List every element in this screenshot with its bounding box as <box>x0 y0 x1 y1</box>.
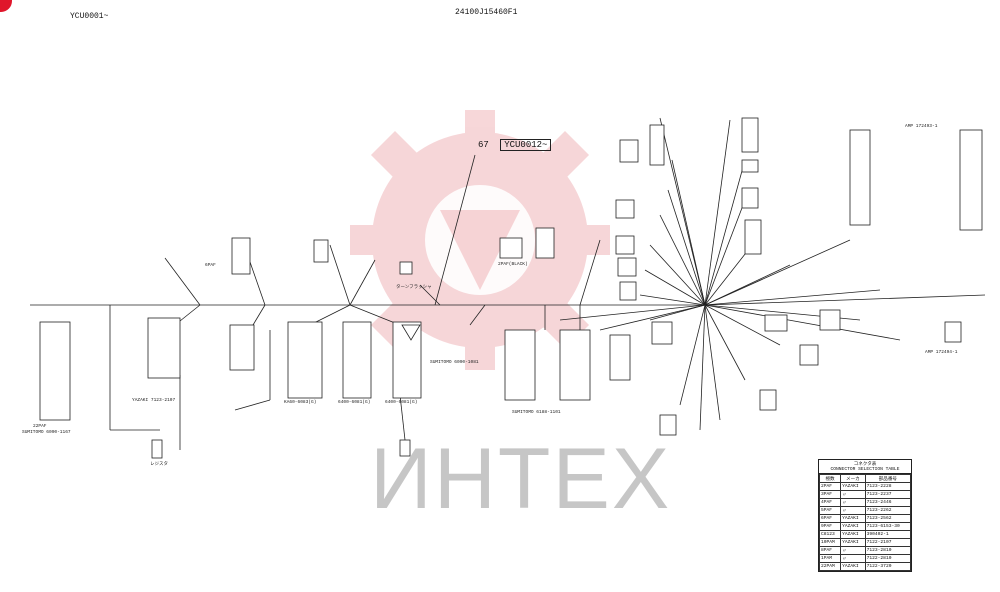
legend-row: 1PAM〃7122-2810 <box>818 554 912 563</box>
legend-cell: YAZAKI <box>840 562 866 571</box>
legend-header-cell: 極数 <box>818 474 842 483</box>
legend-cell: 22PAM <box>818 562 842 571</box>
connector-3-label: 6400-6081(G) <box>385 400 418 405</box>
legend-cell: 390402-1 <box>864 530 912 539</box>
legend-row: 5PAF〃7123-2262 <box>818 506 912 515</box>
callout-ref-box: YCU0012~ <box>500 139 552 151</box>
legend-cell: 7123-2262 <box>864 506 912 515</box>
legend-cell: 7123-2228 <box>864 482 912 491</box>
legend-row: 4PAF〃7123-2446 <box>818 498 912 507</box>
legend-subtitle: CONNECTOR SELECTION TABLE <box>830 467 900 472</box>
watermark-text: ИНТЕХ <box>370 431 672 527</box>
legend-cell: 1PAM <box>818 554 842 563</box>
legend-cell: 7123-2810 <box>864 546 912 555</box>
legend-cell: 7122-3720 <box>864 562 912 571</box>
connector-2-label: 6400-6081(G) <box>338 400 371 405</box>
six-paf-label: 6PAF <box>205 263 216 268</box>
reference-callout: 67 YCU0012~ <box>478 139 552 151</box>
legend-cell: YAZAKI <box>840 482 866 491</box>
legend-row: 8PAF〃7123-2810 <box>818 546 912 555</box>
left-connector-maker: SUMITOMO 6090-1167 <box>22 430 71 435</box>
legend-cell: YAZAKI <box>840 522 866 531</box>
legend-cell: 〃 <box>840 546 866 555</box>
legend-header-cell: メーカ <box>840 474 866 483</box>
legend-cell: YAZAKI <box>840 514 866 523</box>
amp-right-label: AMP 172494-1 <box>925 350 958 355</box>
legend-cell: 〃 <box>840 506 866 515</box>
yazaki-center-label: YAZAKI 7123-2107 <box>132 398 176 403</box>
legend-cell: 7123-6153-30 <box>864 522 912 531</box>
legend-cell: 9PAF <box>818 522 842 531</box>
legend-cell: 〃 <box>840 490 866 499</box>
left-connector-label: 22PAF <box>33 424 47 429</box>
legend-cell: 7123-2446 <box>864 498 912 507</box>
legend-cell: 6PAF <box>818 514 842 523</box>
sumitomo-b-label: SUMITOMO 6188-1101 <box>512 410 561 415</box>
legend-cell: 7123-2237 <box>864 490 912 499</box>
legend-cell: 7122-2810 <box>864 554 912 563</box>
legend-cell: 10PAM <box>818 538 842 547</box>
legend-cell: 〃 <box>840 498 866 507</box>
legend-cell: YAZAKI <box>840 530 866 539</box>
amp-top-label: AMP 172493-1 <box>905 124 938 129</box>
doc-code-left: YCU0001~ <box>70 12 109 21</box>
legend-title: コネクタ表 <box>853 462 877 467</box>
legend-header-cell: 部品番号 <box>864 474 912 483</box>
legend-cell: 7123-2562 <box>864 514 912 523</box>
legend-cell: YAZAKI <box>840 538 866 547</box>
legend-cell: C8123 <box>818 530 842 539</box>
sumitomo-a-label: SUMITOMO 6090-1081 <box>430 360 479 365</box>
turn-flasher-label: ターンフラッシャ <box>396 285 432 290</box>
resistor-label: レジスタ <box>150 462 168 467</box>
two-paf-black-label: 2PAF(BLACK) <box>498 262 528 267</box>
legend-cell: 8PAF <box>818 546 842 555</box>
legend-cell: 4PAF <box>818 498 842 507</box>
legend-row: 3PAF〃7123-2237 <box>818 490 912 499</box>
connector-1-label: KA60-6083(G) <box>284 400 317 405</box>
legend-cell: 2PAF <box>818 482 842 491</box>
doc-code-center: 24100J15460F1 <box>455 8 518 17</box>
watermark-gear-icon <box>350 110 610 370</box>
legend-cell: 5PAF <box>818 506 842 515</box>
legend-cell: 3PAF <box>818 490 842 499</box>
connector-legend-table: コネクタ表 CONNECTOR SELECTION TABLE 極数 メーカ 部… <box>818 459 912 572</box>
legend-cell: 〃 <box>840 554 866 563</box>
legend-cell: 7122-2107 <box>864 538 912 547</box>
callout-number: 67 <box>478 140 489 150</box>
